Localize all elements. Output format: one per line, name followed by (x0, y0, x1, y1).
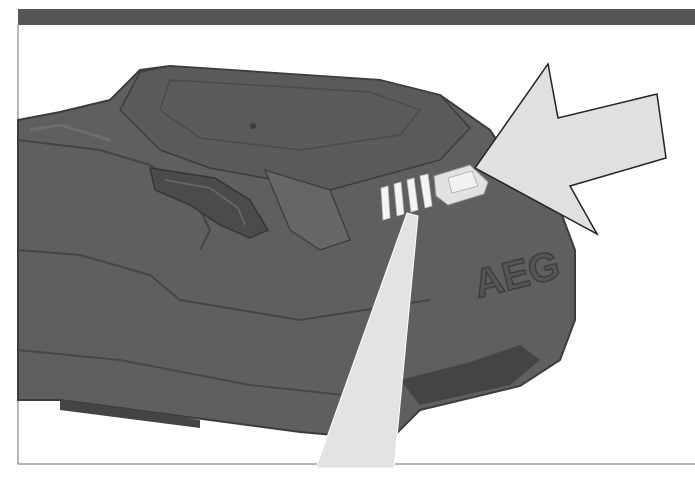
press-arrow (473, 62, 667, 236)
release-latch (149, 167, 270, 239)
charge-indicator-segment (419, 173, 433, 209)
charge-indicator-segment (380, 185, 391, 221)
charge-indicator (380, 173, 433, 221)
charge-test-button (433, 164, 489, 206)
charge-indicator-segment (406, 177, 419, 213)
battery-pack: AEG (17, 64, 576, 442)
indicator-callout (315, 212, 419, 469)
header-bar (18, 9, 695, 25)
charge-indicator-segment (393, 181, 405, 217)
